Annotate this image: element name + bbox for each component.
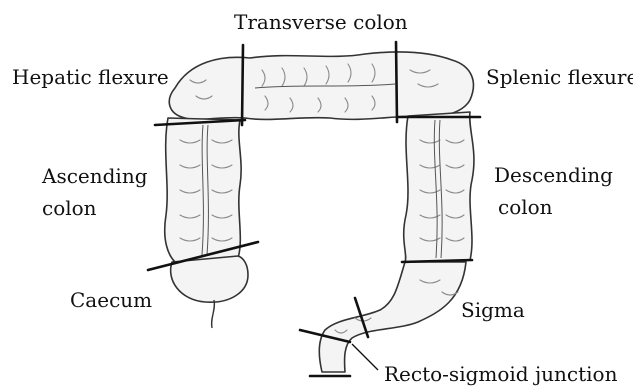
recto-sigmoid-pointer <box>352 344 378 370</box>
sigma-label: Sigma <box>461 297 525 323</box>
splenic-boundary-mark <box>396 42 397 122</box>
appendix <box>212 300 215 328</box>
hepatic-boundary-mark <box>242 45 243 125</box>
splenic-flexure-label: Splenic flexure <box>486 64 633 90</box>
hepatic-flexure-label: Hepatic flexure <box>12 64 169 90</box>
descending-colon-segment <box>404 112 474 262</box>
descending-colon-label-line1: Descending <box>494 162 613 188</box>
caecum-segment <box>171 256 248 302</box>
transverse-colon-label: Transverse colon <box>234 9 408 35</box>
descending-colon-label-line2: colon <box>498 194 553 220</box>
ascending-colon-label-line2: colon <box>42 195 97 221</box>
caecum-label: Caecum <box>70 287 152 313</box>
recto-sigmoid-junction-label: Recto-sigmoid junction <box>384 361 617 387</box>
sigmoid-segment <box>319 262 466 372</box>
ascending-colon-label-line1: Ascending <box>42 163 148 189</box>
